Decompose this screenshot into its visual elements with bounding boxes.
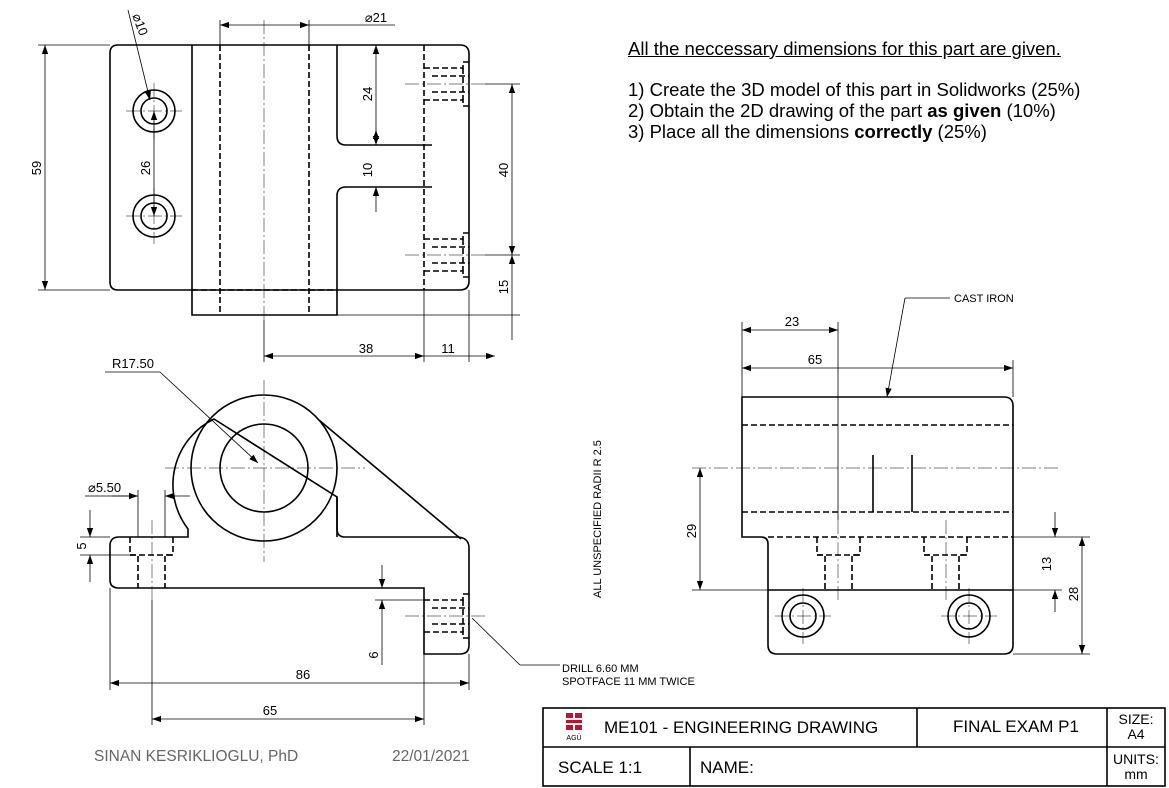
dim-lower-15: 15 (496, 280, 511, 294)
front-view: R17.50 ⌀5.50 5 6 86 65 DRILL 6.60 MM SPO… (74, 356, 695, 725)
dim-slot-10: 10 (360, 163, 375, 177)
dim-overall-86: 86 (296, 667, 310, 682)
note-drill: DRILL 6.60 MM (562, 663, 639, 675)
dim-middle-40: 40 (496, 163, 511, 177)
name-label: NAME: (700, 758, 754, 777)
size-value: A4 (1127, 726, 1144, 742)
dim-side-29: 29 (684, 524, 699, 538)
instruction-item-1: 1) Create the 3D model of this part in S… (628, 79, 1080, 100)
material-note: CAST IRON (954, 293, 1014, 305)
footer-date: 22/01/2021 (392, 748, 470, 765)
dim-bore-diameter: ⌀21 (365, 10, 387, 25)
dim-hole-span-65: 65 (263, 703, 277, 718)
note-spotface: SPOTFACE 11 MM TWICE (562, 676, 695, 688)
instructions: All the neccessary dimensions for this p… (628, 38, 1080, 142)
instruction-1-text: 1) Create the 3D model of this part in S… (628, 79, 1081, 100)
dim-side-13: 13 (1039, 557, 1054, 571)
dim-base-5: 5 (74, 542, 89, 549)
dim-length-11: 11 (441, 341, 455, 356)
instruction-3-bold: correctly (854, 121, 933, 142)
dim-hole-diameter: ⌀10 (129, 11, 151, 37)
instruction-2-post: (10%) (1001, 100, 1056, 121)
dim-small-hole: ⌀5.50 (88, 480, 121, 495)
footer-author: SINAN KESRIKLIOGLU, PhD (94, 748, 299, 765)
dim-overall-height: 59 (29, 161, 44, 175)
instruction-item-2: 2) Obtain the 2D drawing of the part as … (628, 100, 1080, 121)
side-view: CAST IRON 23 65 29 13 28 (684, 293, 1090, 655)
instruction-2-bold: as given (927, 100, 1002, 121)
dim-side-23: 23 (785, 314, 799, 329)
dim-lug-6: 6 (366, 651, 381, 658)
top-view: 59 26 ⌀10 ⌀21 24 10 40 15 38 11 (29, 9, 520, 362)
scale: SCALE 1:1 (558, 758, 642, 777)
size-label: SIZE: (1118, 711, 1153, 727)
instruction-2-pre: 2) Obtain the 2D drawing of the part (628, 100, 928, 121)
instruction-3-post: (25%) (932, 121, 987, 142)
dim-side-28: 28 (1066, 587, 1081, 601)
logo-text: AGÜ (566, 734, 581, 742)
course-title: ME101 - ENGINEERING DRAWING (604, 718, 878, 737)
dim-radius: R17.50 (112, 356, 154, 371)
dim-side-65: 65 (808, 352, 822, 367)
dim-hole-spacing: 26 (138, 161, 153, 175)
instruction-3-pre: 3) Place all the dimensions (628, 121, 855, 142)
instructions-title: All the neccessary dimensions for this p… (628, 38, 1061, 59)
instruction-item-3: 3) Place all the dimensions correctly (2… (628, 121, 1080, 142)
title-block: AGÜ ME101 - ENGINEERING DRAWING FINAL EX… (542, 707, 1166, 787)
dim-upper-24: 24 (360, 87, 375, 101)
units-value: mm (1124, 766, 1147, 782)
exam-title: FINAL EXAM P1 (953, 717, 1079, 736)
units-label: UNITS: (1113, 751, 1159, 767)
dim-length-38: 38 (359, 341, 373, 356)
unspecified-radii-note: ALL UNSPECIFIED RADII R 2.5 (592, 440, 604, 598)
university-logo: AGÜ (566, 713, 582, 742)
